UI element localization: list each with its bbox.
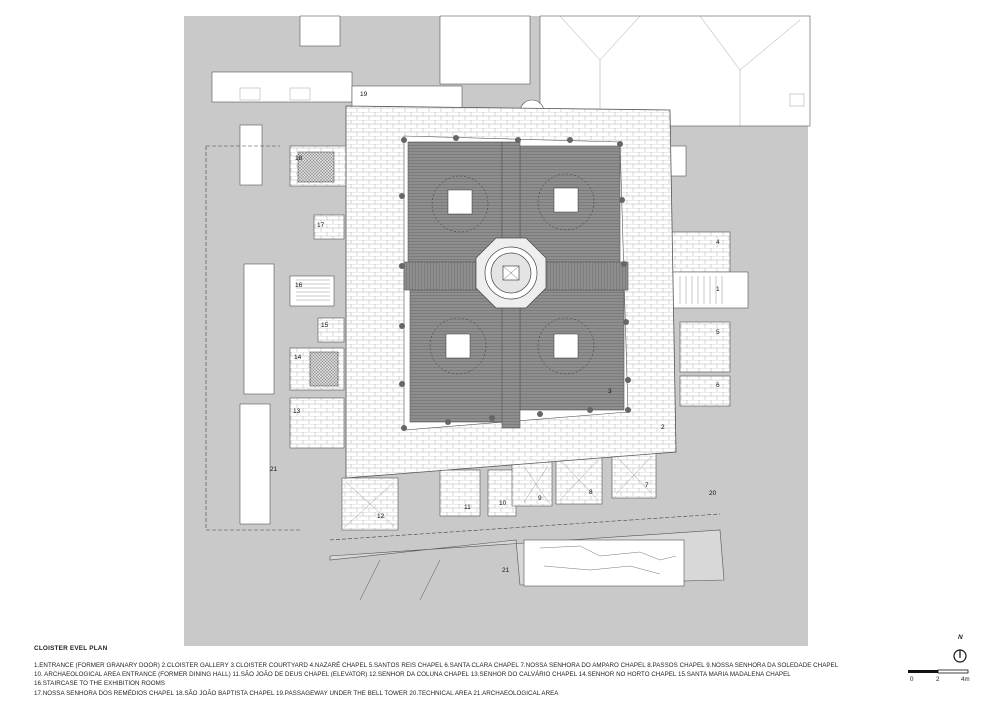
room-number: 14 [294,354,302,361]
legend: 1.ENTRANCE (FORMER GRANARY DOOR) 2.CLOIS… [34,661,902,698]
legend-item: 7.NOSSA SENHORA DO AMPARO CHAPEL [520,662,646,669]
legend-item: 19.PASSAGEWAY UNDER THE BELL TOWER [276,689,408,697]
legend-item: 13.SENHOR DO CALVÁRIO CHAPEL [470,671,577,679]
legend-item: 12.SENHOR DA COLUNA CHAPEL [369,671,469,679]
scale-label: 2 [936,676,940,683]
scale-bar [908,669,969,674]
room-number: 3 [608,388,612,395]
room-number: 21 [502,567,510,574]
room-number: 20 [709,490,717,497]
north-buildings [211,15,811,127]
room-number: 16 [295,282,303,289]
legend-item: 5.SANTOS REIS CHAPEL [368,662,443,669]
north-label: N [958,634,963,641]
legend-item: 4.NAZARÉ CHAPEL [309,662,367,669]
room-number: 17 [317,222,325,229]
west-wing [239,124,399,531]
archaeological-area [329,513,725,601]
legend-item: 2.CLOISTER GALLERY [161,662,229,669]
room-number: 15 [321,322,329,329]
room-number: 11 [464,504,471,511]
legend-item: 18.SÃO JOÃO BAPTISTA CHAPEL [175,689,275,697]
room-number: 19 [360,91,368,98]
room-number: 12 [377,513,385,520]
room-number: 10 [499,500,507,507]
room-number: 21 [270,466,278,473]
legend-item: 15.SANTA MARIA MADALENA CHAPEL [677,671,791,679]
legend-item: 6.SANTA CLARA CHAPEL [444,662,519,669]
room-number: 8 [589,489,593,496]
room-number: 7 [645,482,649,489]
room-number: 2 [661,424,665,431]
legend-item: 17.NOSSA SENHORA DOS REMÉDIOS CHAPEL [34,689,174,697]
room-number: 18 [295,155,303,162]
plan-title: CLOISTER EVEL PLAN [34,645,108,652]
legend-item: 11.SÃO JOÃO DE DEUS CHAPEL (ELEVATOR) [232,671,368,679]
scale-label: 0 [910,676,914,683]
legend-item: 10. ARCHAEOLOGICAL AREA ENTRANCE (FORMER… [34,671,231,679]
central-fountain [475,237,547,309]
room-number: 9 [538,495,542,502]
scale-label: 4m [961,676,970,683]
legend-item: 1.ENTRANCE (FORMER GRANARY DOOR) [34,662,160,669]
room-number: 4 [716,239,720,246]
legend-item: 3.CLOISTER COURTYARD [230,662,308,669]
legend-item: 8.PASSOS CHAPEL [647,662,705,669]
room-number: 1 [716,286,720,293]
north-arrow-icon [953,649,967,663]
room-number: 6 [716,382,720,389]
legend-item: 16.STAIRCASE TO THE EXHIBITION ROOMS [34,680,165,688]
legend-item: 20.TECHNICAL AREA [409,689,472,697]
room-number: 5 [716,329,720,336]
legend-item: 14.SENHOR NO HORTO CHAPEL [578,671,677,679]
room-number: 13 [293,408,301,415]
legend-item: 21.ARCHAEOLOGICAL AREA [473,689,559,697]
quadrant-fountains [429,173,595,375]
legend-item: 9.NOSSA SENHORA DA SOLEDADE CHAPEL [706,662,839,669]
gallery-columns [399,135,631,431]
